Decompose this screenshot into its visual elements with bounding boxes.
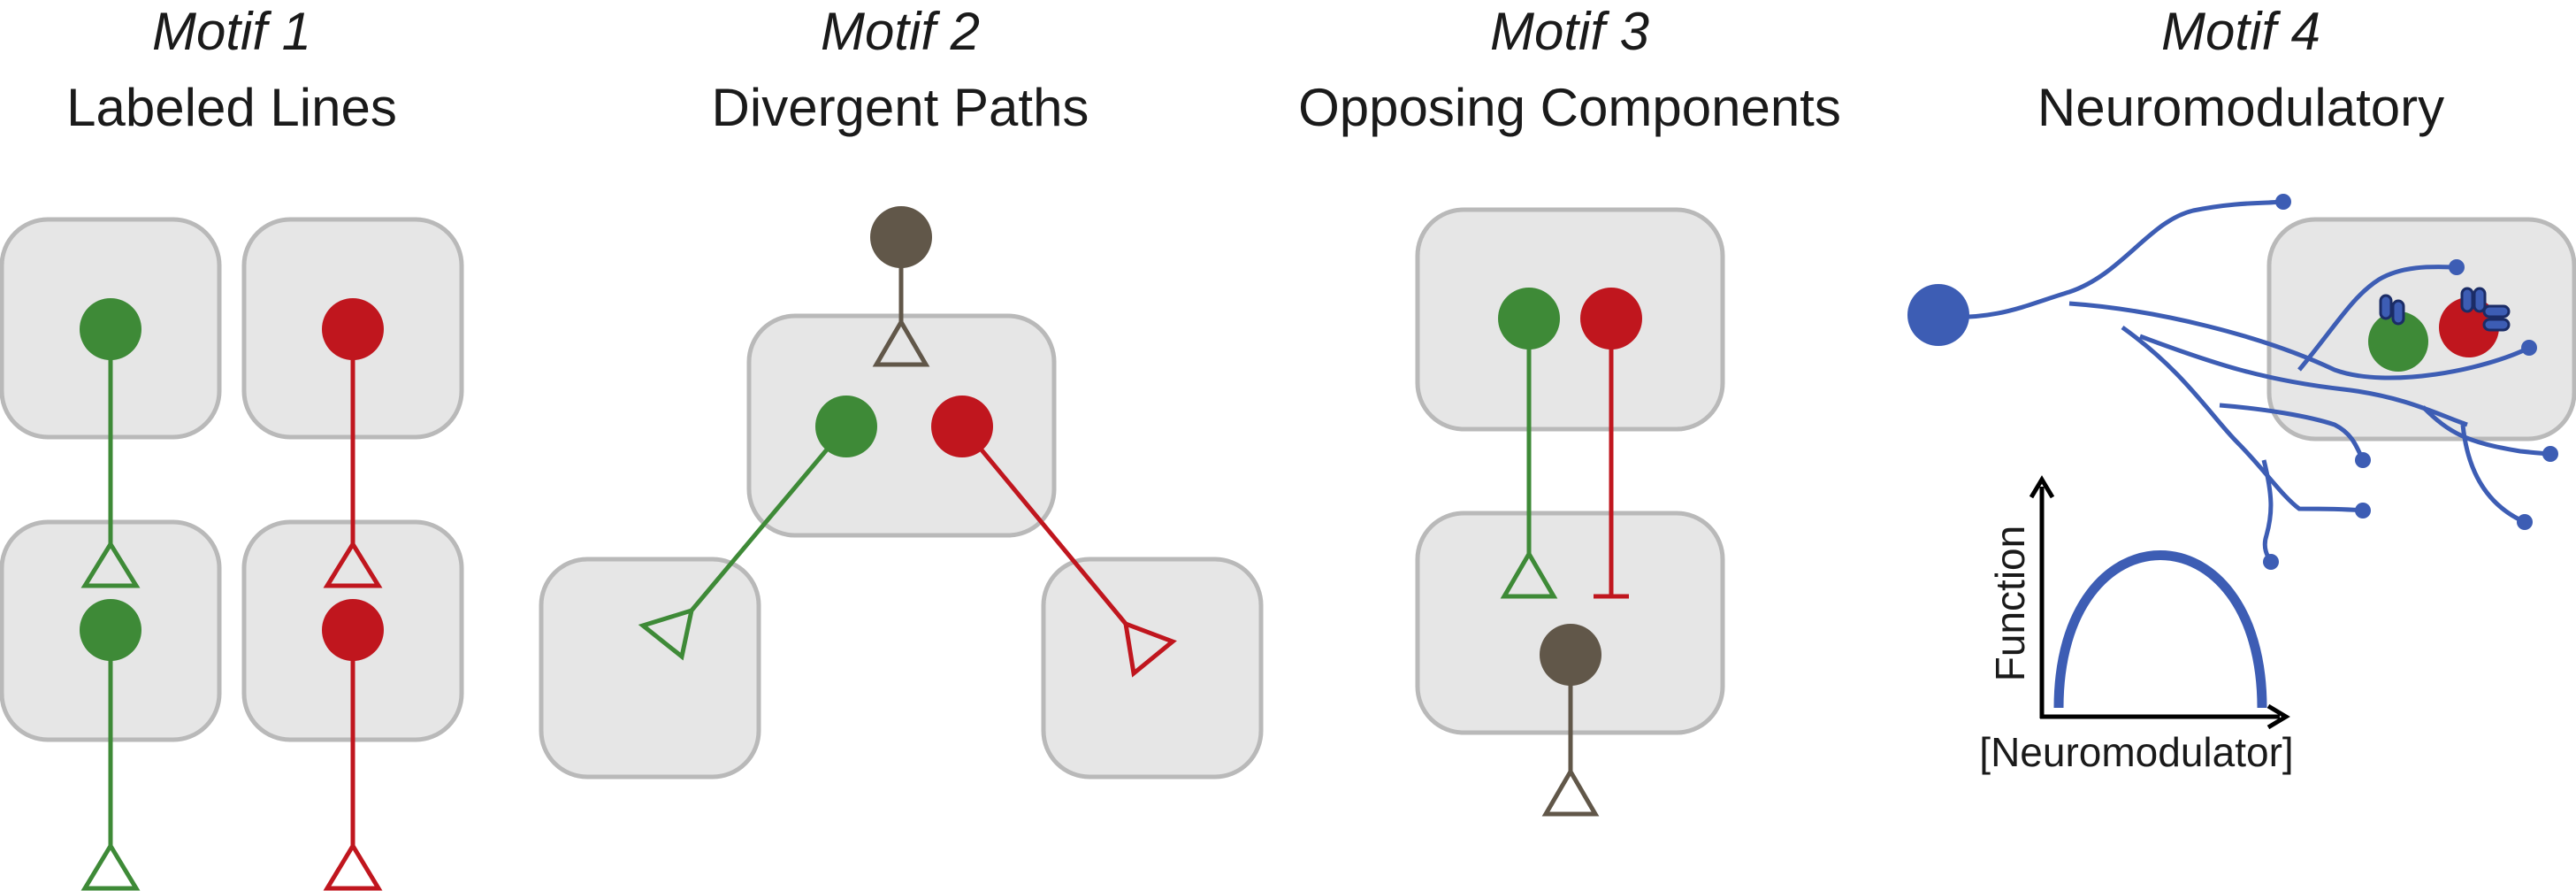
green-neuron: [815, 396, 877, 457]
neuromodulatory-neuron: [1907, 284, 1969, 346]
red-neuron: [322, 298, 384, 360]
red-neuron: [1580, 288, 1642, 349]
motif-3-panel: [1415, 207, 1725, 817]
green-synapse-triangle: [80, 841, 141, 891]
x-axis-label: [Neuromodulator]: [1979, 729, 2293, 775]
y-axis-label: Function: [1987, 526, 2033, 681]
motif-4-title: Motif 4 Neuromodulatory: [2037, 2, 2444, 137]
blue-axon-branch: [2219, 403, 2366, 462]
neuromodulatory-axon-branches: [1936, 194, 2558, 570]
region-box: [539, 557, 761, 780]
green-synapse-triangle: [80, 540, 141, 588]
motif-1-number: Motif 1: [152, 2, 311, 61]
green-synapse-triangle: [1500, 549, 1558, 599]
brown-synapse-triangle: [1541, 767, 1600, 817]
blue-terminal: [2355, 452, 2371, 468]
x-axis-arrow-icon: [2266, 703, 2290, 730]
inset-plot: Function [Neuromodulator]: [1979, 475, 2294, 775]
motif-3-title: Motif 3 Opposing Components: [1298, 2, 1841, 137]
red-synapse-triangle: [323, 841, 383, 891]
blue-terminal: [2275, 194, 2291, 210]
motif-1-name: Labeled Lines: [66, 78, 397, 137]
blue-axon-branch: [2121, 325, 2364, 513]
green-neuron: [1498, 288, 1560, 349]
brown-neuron: [870, 206, 932, 268]
green-neuron: [80, 298, 141, 360]
motif-2-title: Motif 2 Divergent Paths: [712, 2, 1089, 137]
green-axon: [690, 425, 848, 612]
region-box: [1415, 207, 1725, 432]
region-box: [746, 313, 1057, 538]
blue-terminal: [2542, 446, 2558, 462]
red-neuron: [931, 396, 993, 457]
blue-axon-branch: [1936, 199, 2284, 320]
inverted-u-curve: [2053, 550, 2267, 709]
motif-4-name: Neuromodulatory: [2037, 78, 2444, 137]
region-box: [1041, 557, 1264, 780]
motif-2-number: Motif 2: [821, 2, 980, 61]
motif-2-panel: [539, 206, 1264, 780]
receptor-icon: [2482, 318, 2511, 332]
blue-axon-branch: [2068, 301, 2531, 380]
blue-terminal: [2449, 259, 2465, 275]
receptor-icons: [2379, 287, 2511, 332]
red-synapse-triangle: [323, 540, 383, 588]
brown-synapse-triangle: [872, 318, 930, 367]
green-synapse-triangle: [638, 607, 695, 661]
blue-axon-branch: [2460, 424, 2526, 525]
brown-neuron: [1540, 624, 1601, 686]
green-neuron: [2368, 311, 2428, 372]
motif-3-name: Opposing Components: [1298, 78, 1841, 137]
motif-1-title: Motif 1 Labeled Lines: [66, 2, 397, 137]
receptor-icon: [2391, 299, 2405, 326]
motif-2-name: Divergent Paths: [712, 78, 1089, 137]
blue-terminal: [2263, 554, 2279, 570]
motif-1-panel: [0, 217, 464, 891]
motif-3-number: Motif 3: [1490, 2, 1649, 61]
green-neuron: [80, 599, 141, 661]
blue-axon-branch: [2297, 265, 2458, 372]
red-synapse-triangle: [1122, 620, 1177, 678]
motif-4-number: Motif 4: [2161, 2, 2320, 61]
receptor-icon: [2379, 294, 2393, 320]
receptor-icon: [2460, 287, 2474, 313]
motif-4-panel: Function [Neuromodulator]: [1907, 194, 2576, 775]
y-axis-arrow-icon: [2029, 475, 2055, 499]
receptor-icon: [2482, 304, 2511, 319]
red-axon: [960, 425, 1127, 626]
receptor-icon: [2473, 287, 2487, 313]
blue-terminal: [2521, 340, 2537, 356]
blue-terminal: [2517, 514, 2533, 530]
red-neuron: [322, 599, 384, 661]
blue-axon-branch: [2139, 334, 2468, 427]
blue-terminal: [2355, 503, 2371, 518]
